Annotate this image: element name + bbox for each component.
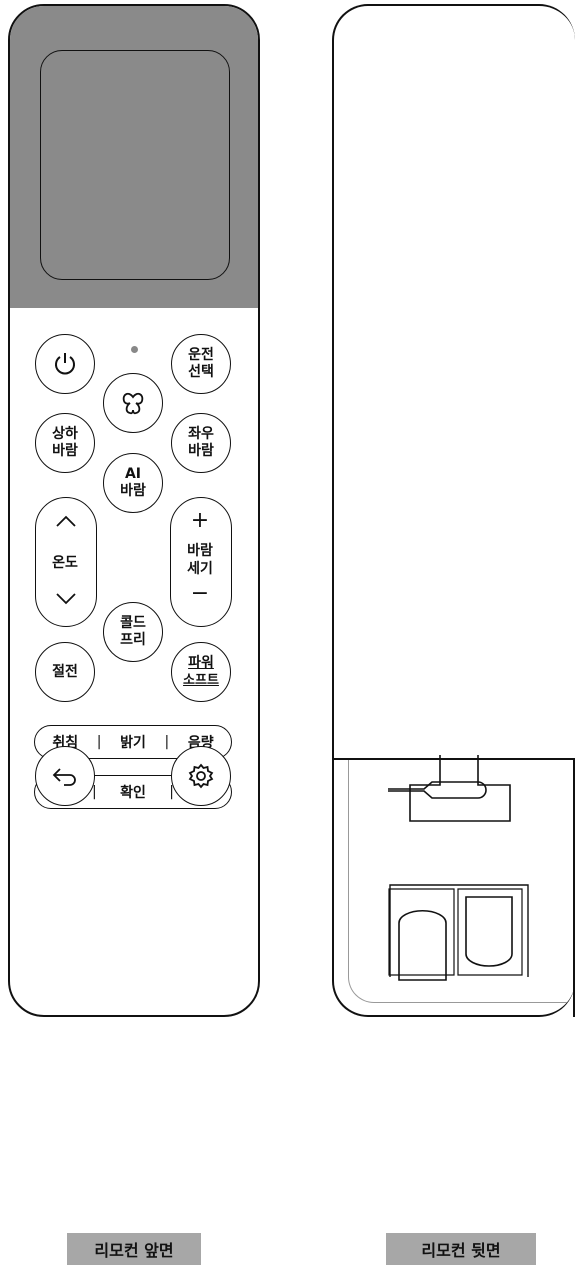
- separator: |: [92, 784, 97, 800]
- horizontal-label-1: 좌우: [188, 426, 214, 442]
- mode-label-2: 선택: [188, 364, 214, 380]
- fan-plus-label[interactable]: +: [190, 508, 210, 533]
- cold-label-2: 프리: [120, 632, 146, 648]
- windfree-icon: [122, 392, 144, 415]
- fan-minus-label[interactable]: −: [190, 581, 210, 606]
- save-label: 절전: [52, 663, 78, 680]
- power-icon: [55, 353, 75, 375]
- display-screen: [40, 50, 230, 280]
- back-caption: 리모컨 뒷면: [386, 1233, 536, 1265]
- return-icon: [52, 768, 76, 786]
- return-icon-wrap: [35, 746, 95, 806]
- indicator-light: [131, 346, 138, 353]
- front-caption: 리모컨 앞면: [67, 1233, 201, 1265]
- chevron-up-icon[interactable]: [55, 514, 77, 528]
- mode-button[interactable]: 운전 선택: [171, 334, 231, 394]
- temperature-rocker[interactable]: 온도: [35, 497, 97, 627]
- ai-label-2: 바람: [120, 483, 146, 499]
- back-right-edge: [573, 760, 575, 1017]
- battery-area-drawing: [388, 755, 529, 981]
- mode-label-1: 운전: [188, 347, 214, 363]
- return-button[interactable]: [35, 746, 95, 806]
- power-soft-button[interactable]: 파워 소프트: [171, 642, 231, 702]
- power-soft-label-1: 파워: [188, 655, 214, 671]
- gear-icon: [188, 763, 214, 789]
- power-button[interactable]: [35, 334, 95, 394]
- horizontal-swing-button[interactable]: 좌우 바람: [171, 413, 231, 473]
- windfree-button[interactable]: [103, 373, 163, 433]
- ai-label-1: AI: [124, 466, 142, 482]
- battery-cover-seam: [334, 758, 575, 760]
- fan-label-1: 바람: [187, 543, 213, 559]
- ai-wind-button[interactable]: AI 바람: [103, 453, 163, 513]
- confirm-button[interactable]: 확인: [120, 785, 146, 801]
- separator: |: [169, 784, 174, 800]
- fan-label-2: 세기: [187, 561, 213, 577]
- fan-speed-rocker[interactable]: + 바람 세기 −: [170, 497, 232, 627]
- power-soft-label-2: 소프트: [183, 673, 219, 688]
- horizontal-label-2: 바람: [188, 443, 214, 459]
- separator: |: [164, 734, 170, 750]
- chevron-down-icon[interactable]: [55, 592, 77, 606]
- temperature-label: 온도: [52, 555, 78, 571]
- battery-compartment: [348, 760, 575, 1003]
- separator: |: [96, 734, 102, 750]
- vertical-swing-button[interactable]: 상하 바람: [35, 413, 95, 473]
- power-saving-button[interactable]: 절전: [35, 642, 95, 702]
- cold-label-1: 콜드: [120, 615, 146, 631]
- cold-free-button[interactable]: 콜드 프리: [103, 602, 163, 662]
- vertical-label-1: 상하: [52, 426, 78, 442]
- settings-button[interactable]: [171, 746, 231, 806]
- vertical-label-2: 바람: [52, 443, 78, 459]
- brightness-button[interactable]: 밝기: [120, 735, 146, 751]
- remote-back: [332, 4, 575, 1017]
